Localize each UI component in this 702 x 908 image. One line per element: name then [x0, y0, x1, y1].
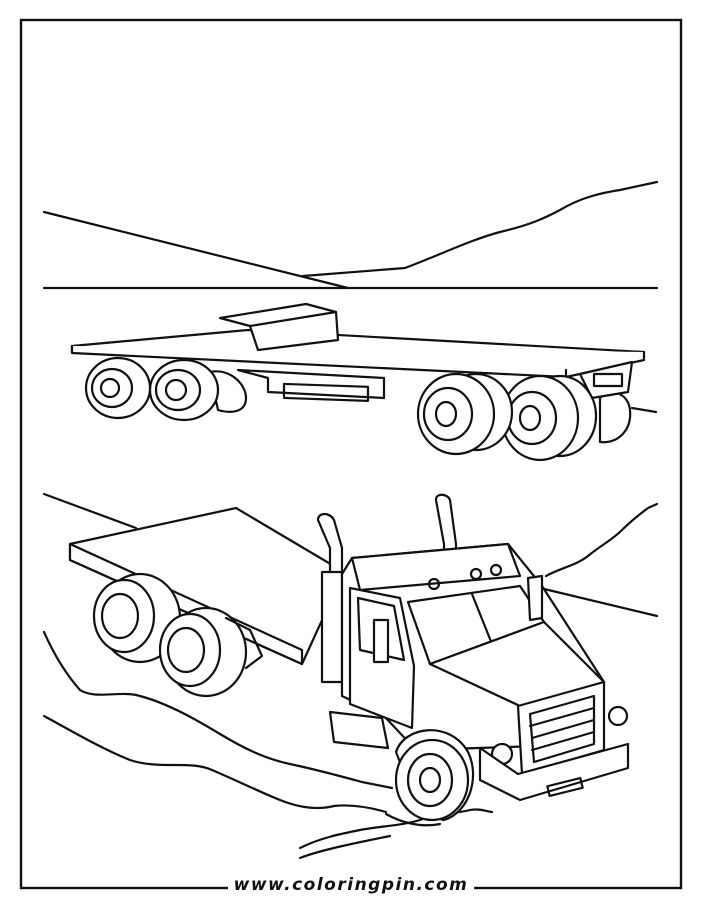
truck-exhaust-stacks — [316, 493, 458, 684]
truck-step — [328, 710, 390, 750]
footer-url-text[interactable]: www.coloringpin.com — [227, 875, 475, 895]
truck-headlight-right — [607, 705, 629, 727]
trailer-front-wheels — [84, 356, 248, 422]
truck-front-wheel — [394, 729, 475, 822]
truck-grille — [516, 680, 606, 776]
truck-rear-wheels — [92, 572, 264, 698]
footer-url[interactable]: www.coloringpin.com — [0, 875, 702, 895]
background-hills-bottom — [42, 492, 659, 618]
background-hills-top — [42, 180, 659, 290]
truck-bumper — [478, 742, 630, 802]
road — [42, 630, 494, 860]
flatbed-truck — [68, 493, 630, 822]
truck-mirror — [372, 618, 390, 664]
trailer-rear-wheels — [416, 372, 598, 462]
trailer-rear-wheel-far — [598, 391, 632, 444]
flatbed-trailer — [70, 302, 658, 462]
